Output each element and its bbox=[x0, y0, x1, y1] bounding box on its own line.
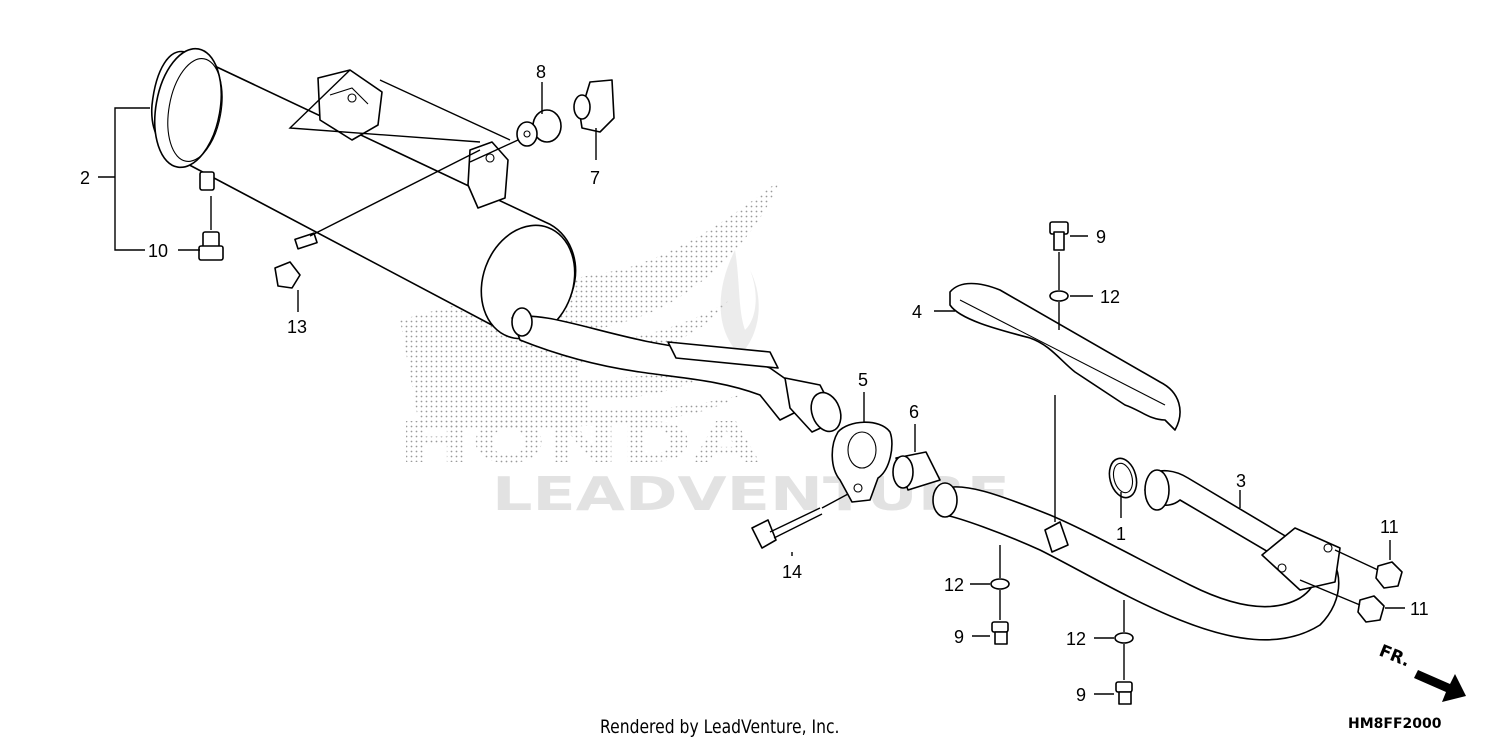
grommet-part bbox=[469, 109, 562, 163]
callout-leader-lines bbox=[98, 82, 1405, 695]
washer-12-top-part bbox=[1049, 252, 1069, 330]
callout-1: 1 bbox=[1116, 524, 1126, 544]
callout-9-left: 9 bbox=[954, 627, 964, 647]
callout-6: 6 bbox=[909, 402, 919, 422]
bolt-14-part bbox=[751, 493, 849, 549]
tail-pipe bbox=[511, 307, 842, 433]
callout-12-lower: 12 bbox=[1066, 629, 1086, 649]
callout-12-top: 12 bbox=[1100, 287, 1120, 307]
callout-9-top: 9 bbox=[1096, 227, 1106, 247]
gasket-ring-part bbox=[1108, 457, 1138, 499]
exhaust-pipe-part bbox=[932, 395, 1341, 641]
callouts: 1 2 3 4 5 6 7 8 9 9 9 10 11 11 12 12 12 … bbox=[80, 62, 1429, 705]
bolt-13-part bbox=[274, 149, 481, 289]
muffler-leader-lines bbox=[288, 69, 511, 143]
callout-11-lower: 11 bbox=[1410, 599, 1429, 619]
honda-watermark-text: HONDA bbox=[398, 411, 761, 476]
bolt-9-lower-part bbox=[1115, 644, 1133, 705]
diagram-code: HM8FF2000 bbox=[1348, 716, 1442, 732]
bolt-9-left-part bbox=[991, 590, 1009, 645]
muffler-part bbox=[150, 47, 577, 340]
front-direction-arrow-icon bbox=[1414, 670, 1466, 702]
washer-12-left-part bbox=[990, 545, 1010, 590]
callout-2: 2 bbox=[80, 168, 90, 188]
nut-11-top-part bbox=[1334, 549, 1403, 589]
callout-10: 10 bbox=[148, 241, 168, 261]
honda-wing-watermark bbox=[400, 180, 780, 430]
front-direction-label: FR. bbox=[1376, 641, 1413, 671]
gasket-part bbox=[892, 451, 941, 491]
callout-12-left: 12 bbox=[944, 575, 964, 595]
flame-watermark bbox=[720, 250, 759, 355]
callout-7: 7 bbox=[590, 168, 600, 188]
callout-3: 3 bbox=[1236, 471, 1246, 491]
callout-13: 13 bbox=[287, 317, 307, 337]
heat-protector-part bbox=[949, 282, 1181, 431]
collar-part bbox=[573, 79, 615, 133]
front-direction-marker: FR. bbox=[1376, 641, 1466, 702]
callout-9-lower: 9 bbox=[1076, 685, 1086, 705]
footer-credit: Rendered by LeadVenture, Inc. bbox=[600, 716, 840, 738]
callout-5: 5 bbox=[858, 370, 868, 390]
callout-11-top: 11 bbox=[1380, 517, 1399, 537]
callout-4: 4 bbox=[912, 302, 922, 322]
callout-14: 14 bbox=[782, 562, 802, 582]
clamp-part bbox=[831, 421, 893, 503]
bolt-9-top-part bbox=[1049, 221, 1069, 251]
nut-11-lower-part bbox=[1299, 579, 1385, 623]
bolt-10-part bbox=[198, 196, 224, 261]
callout-8: 8 bbox=[536, 62, 546, 82]
washer-12-lower-part bbox=[1114, 600, 1134, 644]
